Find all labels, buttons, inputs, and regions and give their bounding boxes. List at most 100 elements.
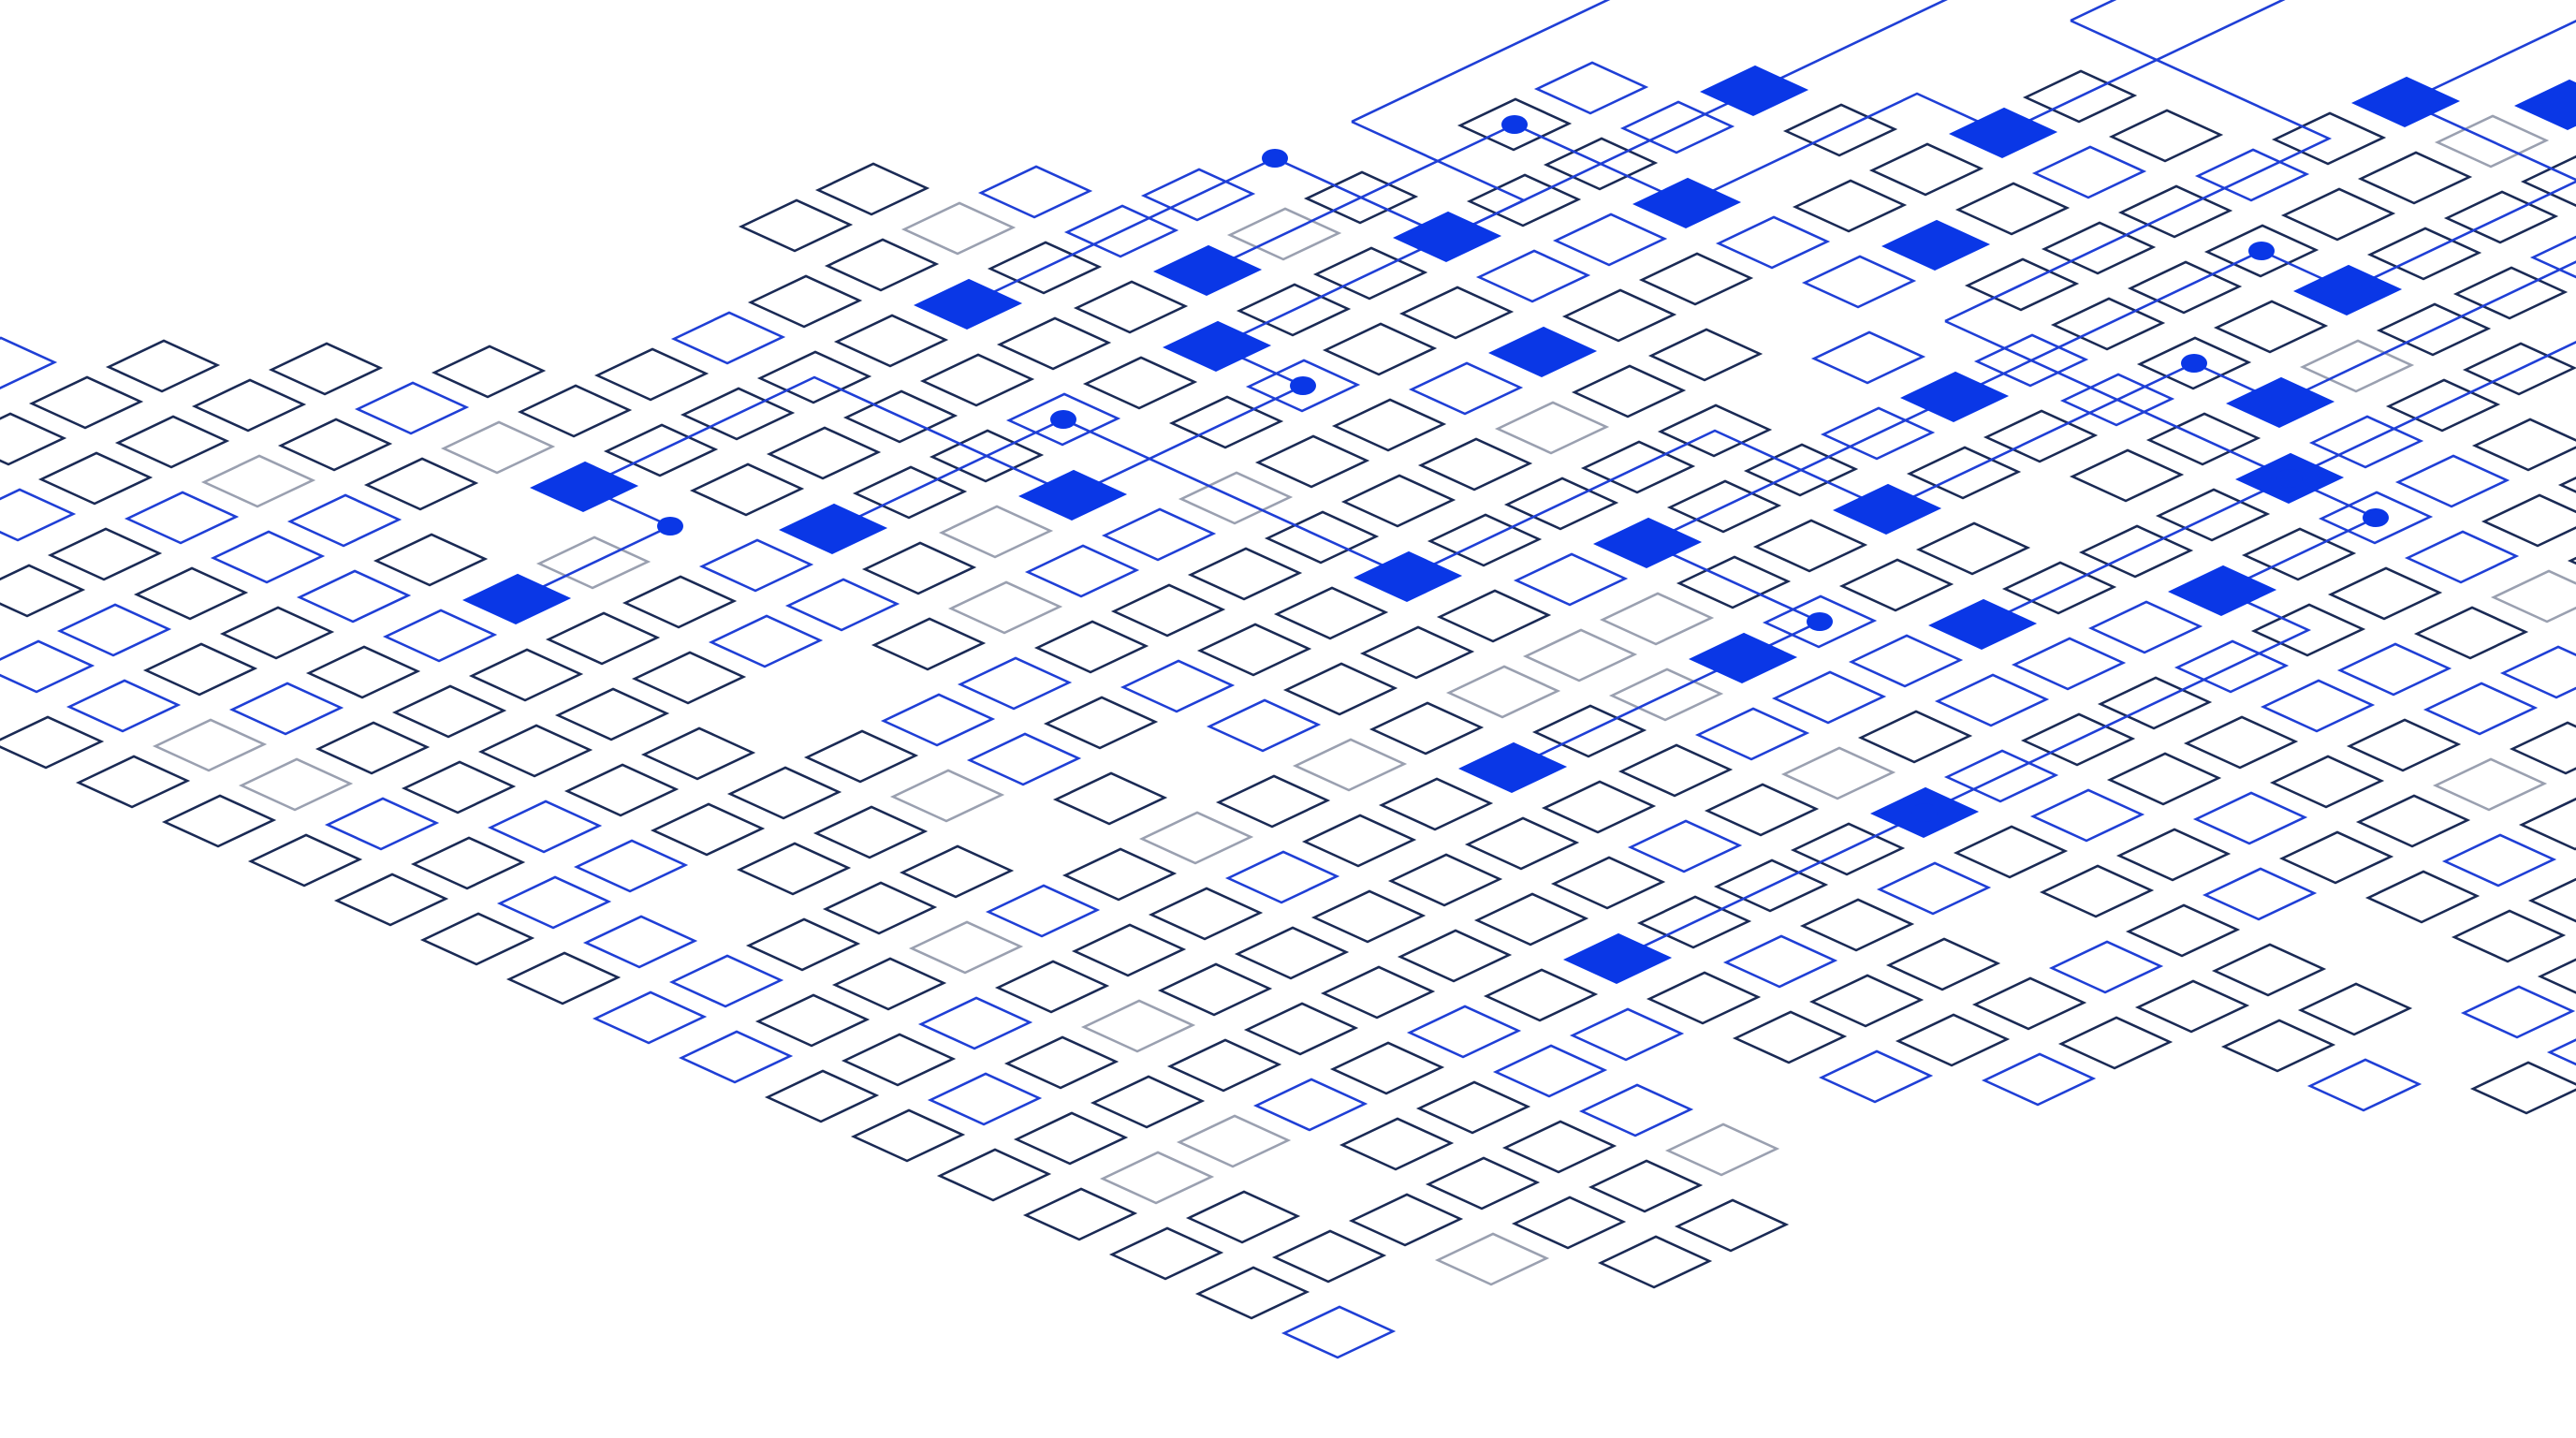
outlined-tile: [2434, 114, 2550, 169]
outlined-tile: [2213, 300, 2329, 354]
outlined-tile: [1185, 1190, 1301, 1244]
outlined-tile: [1273, 586, 1389, 640]
outlined-tile: [1417, 437, 1533, 492]
outlined-tile: [277, 418, 393, 472]
outlined-tile: [2127, 260, 2243, 315]
connector-line: [2347, 180, 2576, 292]
outlined-tile: [1580, 440, 1696, 494]
outlined-tile: [1254, 434, 1370, 489]
outlined-tile: [1541, 780, 1657, 834]
filled-tile-layer: [462, 65, 2576, 984]
filled-tile: [1928, 598, 2038, 650]
outlined-tile: [1243, 1002, 1359, 1056]
outlined-tile: [1331, 398, 1447, 452]
outlined-tile: [2039, 864, 2155, 918]
outlined-tile: [2183, 715, 2299, 770]
outlined-tile: [66, 679, 182, 733]
outlined-tile: [1340, 474, 1456, 528]
outlined-tile: [1445, 665, 1561, 719]
filled-tile: [1354, 550, 1463, 602]
outlined-tile: [1743, 443, 1859, 497]
outlined-tile: [247, 833, 363, 888]
outlined-tile: [1434, 1232, 1550, 1286]
outlined-tile: [1550, 856, 1666, 910]
outlined-tile: [2481, 493, 2576, 548]
outlined-tile: [2192, 791, 2308, 845]
outlined-tile: [2527, 877, 2576, 923]
outlined-tile: [650, 802, 766, 857]
outlined-tile: [833, 314, 949, 368]
outlined-tile: [1666, 479, 1782, 534]
filled-tile: [462, 573, 572, 624]
outlined-tile: [2490, 569, 2576, 624]
outlined-tile: [1561, 288, 1677, 343]
outlined-tile: [373, 533, 489, 587]
outlined-tile: [1194, 1266, 1310, 1320]
outlined-tile: [2471, 418, 2576, 472]
outlined-tile: [2499, 645, 2576, 699]
outlined-tile: [2125, 903, 2241, 958]
outlined-tile: [210, 530, 326, 584]
outlined-tile: [899, 844, 1015, 899]
outlined-tile: [889, 769, 1005, 823]
outlined-tile: [1033, 620, 1149, 674]
outlined-tile: [1138, 811, 1254, 865]
outlined-tile: [919, 353, 1035, 407]
outlined-tile: [852, 465, 968, 520]
outlined-tile: [1627, 819, 1743, 873]
outlined-tile: [1543, 137, 1659, 191]
connector-line: [1686, 92, 2004, 205]
outlined-tile: [871, 617, 987, 671]
filled-tile: [1153, 244, 1263, 296]
outlined-tile: [1657, 404, 1773, 458]
outlined-tile: [1415, 1080, 1531, 1135]
junction-dot: [1807, 612, 1833, 631]
outlined-tile: [603, 423, 719, 477]
filled-tile: [1488, 326, 1598, 377]
outlined-tile: [842, 389, 959, 444]
outlined-tile: [996, 316, 1112, 371]
outlined-tile: [2029, 788, 2145, 843]
outlined-tile: [1224, 850, 1340, 904]
outlined-tile: [957, 656, 1073, 711]
outlined-tile: [2069, 448, 2185, 503]
outlined-tile: [1820, 406, 1936, 461]
outlined-tile: [1022, 1187, 1138, 1241]
outlined-tile: [1166, 1038, 1282, 1093]
outlined-tile: [2220, 1019, 2336, 1073]
filled-tile: [1393, 211, 1502, 262]
outlined-tile: [1080, 999, 1196, 1053]
outlined-tile: [822, 881, 938, 935]
outlined-tile: [1501, 1120, 1617, 1174]
outlined-tile: [1473, 892, 1589, 946]
outlined-tile: [678, 1030, 794, 1084]
outlined-tile: [161, 794, 277, 848]
outlined-tile: [689, 462, 805, 517]
junction-dot: [2363, 508, 2389, 527]
outlined-tile: [1780, 746, 1896, 800]
junction-dot: [1501, 115, 1528, 134]
outlined-tile: [2041, 221, 2157, 275]
outlined-tile: [824, 238, 940, 292]
outlined-tile: [1715, 215, 1831, 270]
outlined-tile: [1178, 471, 1294, 525]
connector-line: [832, 418, 1409, 579]
outlined-tile: [2452, 266, 2569, 320]
outlined-tile: [861, 541, 977, 595]
outlined-tile: [2394, 454, 2510, 508]
outlined-tile: [1674, 1198, 1790, 1253]
junction-layer: [657, 115, 2389, 822]
outlined-tile: [1885, 937, 2001, 991]
outlined-tile: [2318, 491, 2434, 545]
outlined-tile: [2271, 111, 2387, 166]
outlined-tile: [1511, 1196, 1627, 1250]
connector-line: [1924, 589, 2312, 814]
outlined-tile: [1310, 889, 1427, 944]
outlined-tile: [1312, 246, 1428, 301]
outlined-tile: [726, 766, 842, 820]
outlined-tile: [1895, 1013, 2011, 1067]
filled-tile: [2226, 376, 2335, 428]
outlined-tile: [2520, 154, 2576, 207]
outlined-tile: [2250, 603, 2366, 657]
outlined-tile: [268, 342, 384, 396]
